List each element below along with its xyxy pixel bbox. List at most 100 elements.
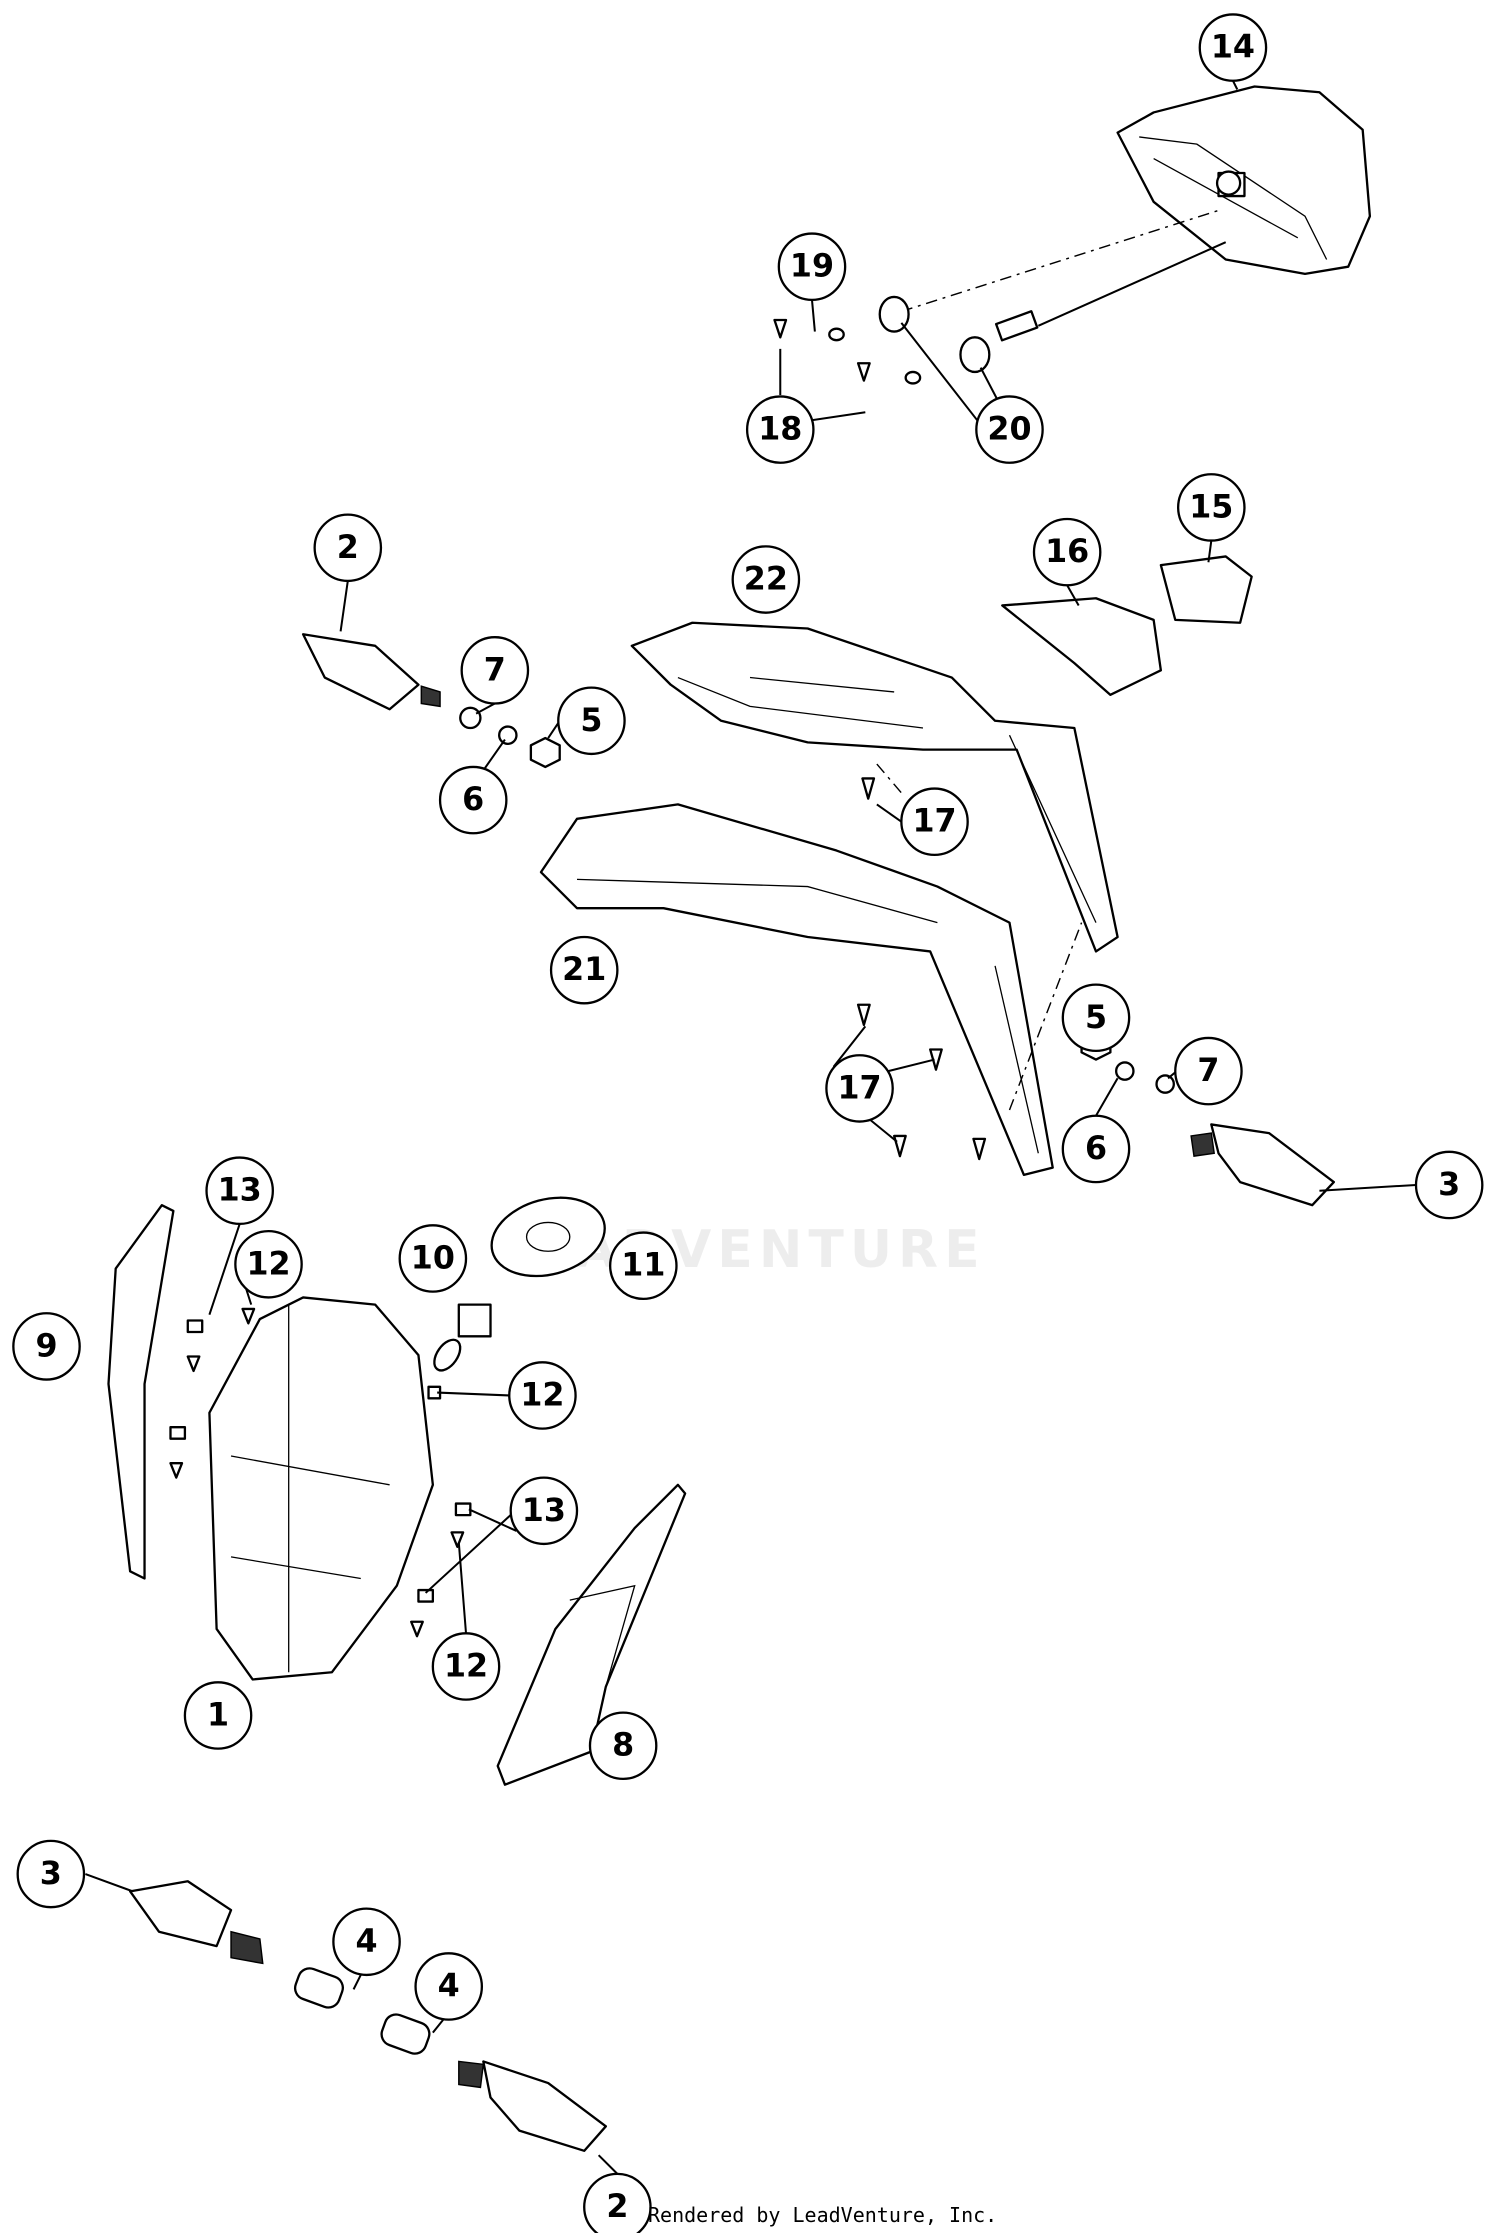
callout-9[interactable]: 9 [12, 1312, 81, 1381]
callout-label: 6 [1085, 1131, 1107, 1167]
callout-label: 13 [522, 1493, 566, 1529]
callout-circle [205, 1156, 274, 1226]
callout-label: 12 [520, 1377, 564, 1413]
callout-circle [549, 935, 619, 1005]
callout-label: 3 [1438, 1167, 1460, 1203]
callout-label: 2 [606, 2189, 628, 2225]
fender-upper-part [630, 621, 1119, 953]
callout-17[interactable]: 17 [900, 787, 969, 857]
callout-label: 16 [1045, 534, 1089, 570]
bulb-cover-part [490, 1196, 606, 1278]
callout-circle [583, 2172, 652, 2233]
callout-7[interactable]: 7 [1174, 1036, 1243, 1106]
callout-circle [1061, 1114, 1131, 1184]
callout-16[interactable]: 16 [1032, 517, 1102, 587]
callout-circle [900, 787, 969, 857]
callout-circle [975, 395, 1044, 464]
callout-circle [609, 1231, 678, 1301]
callout-8[interactable]: 8 [588, 1711, 658, 1781]
callout-circle [1061, 983, 1131, 1053]
callout-21[interactable]: 21 [549, 935, 619, 1005]
callout-12[interactable]: 12 [508, 1361, 577, 1430]
callout-label: 10 [411, 1240, 455, 1276]
callout-circle [183, 1681, 253, 1750]
callout-label: 1 [207, 1697, 229, 1733]
callout-label: 12 [246, 1246, 290, 1282]
callout-2[interactable]: 2 [583, 2172, 652, 2233]
callout-label: 5 [580, 703, 602, 739]
callout-15[interactable]: 15 [1176, 473, 1246, 542]
indicator-upper-right-part [1190, 1123, 1335, 1207]
callout-label: 17 [837, 1070, 881, 1106]
callout-14[interactable]: 14 [1198, 13, 1268, 82]
callout-6[interactable]: 6 [1061, 1114, 1131, 1184]
side-panel-left-part [107, 1204, 175, 1580]
callout-circle [1198, 13, 1268, 82]
callout-circle [431, 1632, 501, 1701]
callout-label: 17 [912, 804, 956, 840]
callout-circle [460, 636, 530, 705]
callout-circle [1414, 1150, 1484, 1220]
sleeve-part [380, 2013, 431, 2055]
callout-13[interactable]: 13 [509, 1476, 579, 1546]
callout-circle [12, 1312, 81, 1381]
callout-circle [557, 686, 626, 756]
wire [1037, 241, 1227, 327]
callout-circle [588, 1711, 658, 1781]
callout-circle [438, 765, 508, 835]
callout-label: 11 [621, 1248, 665, 1284]
callout-circle [509, 1476, 579, 1546]
callout-circle [414, 1952, 484, 2021]
callout-circle [777, 232, 847, 302]
callout-17[interactable]: 17 [825, 1054, 894, 1123]
callout-11[interactable]: 11 [609, 1231, 678, 1301]
callout-label: 4 [438, 1968, 460, 2004]
callout-label: 6 [462, 782, 484, 818]
callout-7[interactable]: 7 [460, 636, 530, 705]
callout-label: 9 [35, 1328, 57, 1364]
callout-label: 13 [218, 1173, 262, 1209]
side-panel-right-part [496, 1483, 687, 1786]
callout-12[interactable]: 12 [234, 1229, 303, 1299]
callout-3[interactable]: 3 [1414, 1150, 1484, 1220]
callout-1[interactable]: 1 [183, 1681, 253, 1750]
callout-label: 7 [1197, 1053, 1219, 1089]
callout-circle [234, 1229, 303, 1299]
callout-13[interactable]: 13 [205, 1156, 274, 1226]
indicator-upper-left-part [301, 633, 441, 711]
callout-5[interactable]: 5 [1061, 983, 1131, 1053]
callout-label: 14 [1211, 30, 1255, 66]
render-credit: Rendered by LeadVenture, Inc. [648, 2203, 998, 2227]
callout-label: 4 [356, 1924, 378, 1960]
callout-22[interactable]: 22 [731, 545, 801, 614]
indicator-lower-left-part [128, 1880, 264, 1965]
callout-label: 7 [484, 652, 506, 688]
headlight-part [208, 1296, 435, 1681]
callout-20[interactable]: 20 [975, 395, 1044, 464]
callout-label: 8 [612, 1728, 634, 1764]
bulb-part [433, 1303, 492, 1372]
callout-3[interactable]: 3 [16, 1839, 86, 1909]
callout-19[interactable]: 19 [777, 232, 847, 302]
sleeve-part [293, 1967, 344, 2009]
callout-6[interactable]: 6 [438, 765, 508, 835]
callout-label: 21 [562, 952, 606, 988]
callout-circle [1032, 517, 1102, 587]
callout-circle [745, 395, 815, 464]
callout-circle [1174, 1036, 1243, 1106]
callout-4[interactable]: 4 [414, 1952, 484, 2021]
bracket-part [1001, 597, 1163, 696]
callout-label: 22 [744, 562, 788, 598]
callout-label: 2 [337, 530, 359, 566]
callout-label: 15 [1189, 489, 1233, 525]
tail-light-part [1116, 85, 1372, 276]
callout-label: 20 [987, 412, 1031, 448]
callout-12[interactable]: 12 [431, 1632, 501, 1701]
callout-2[interactable]: 2 [313, 513, 383, 583]
leader-line [901, 209, 1219, 313]
callout-circle [313, 513, 383, 583]
callout-18[interactable]: 18 [745, 395, 815, 464]
callout-5[interactable]: 5 [557, 686, 626, 756]
callout-4[interactable]: 4 [332, 1907, 401, 1977]
callout-10[interactable]: 10 [398, 1224, 468, 1293]
